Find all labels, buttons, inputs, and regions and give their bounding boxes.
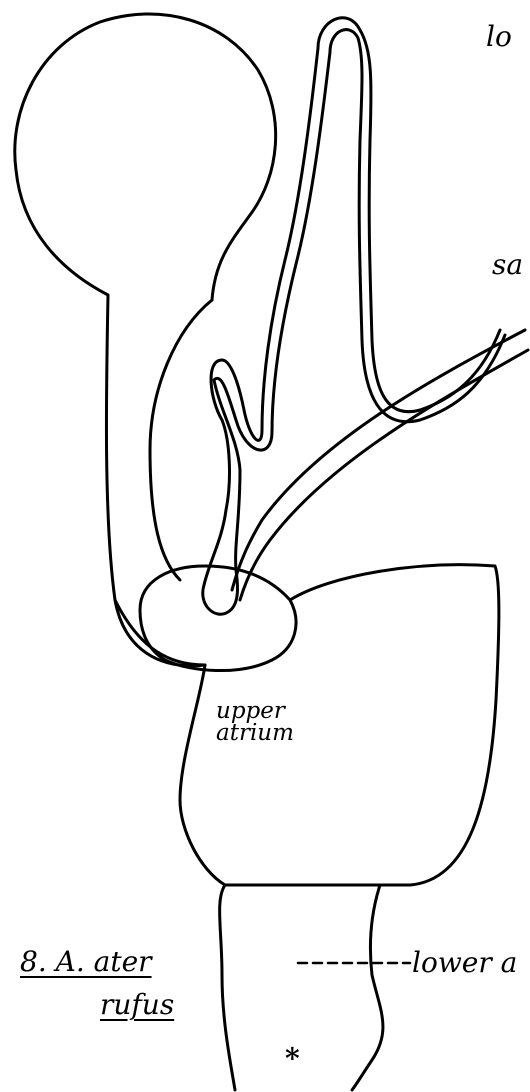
coiled-duct-down-inner	[214, 52, 330, 470]
upper-atrium-label-line1: upper	[216, 700, 294, 722]
species-label-line1: 8. A. ater	[20, 945, 152, 978]
upper-atrium-outline	[115, 565, 499, 885]
coiled-duct-outer	[318, 18, 500, 412]
sac-stalk-inner	[150, 300, 212, 580]
species-label-line2: rufus	[100, 988, 174, 1021]
lateral-duct-upper	[240, 350, 528, 600]
bursa-stalk	[203, 470, 240, 614]
lower-atrium-label: lower a	[412, 946, 517, 979]
upper-atrium-label: upper atrium	[216, 700, 294, 744]
coiled-duct-down	[211, 48, 318, 510]
lower-atrium-outline	[220, 885, 383, 1090]
top-right-label: lo	[486, 20, 512, 53]
upper-atrium-label-line2: atrium	[216, 722, 294, 744]
asterisk-marker: *	[285, 1042, 300, 1075]
mid-right-label: sa	[492, 248, 523, 281]
coiled-duct-inner	[330, 30, 505, 422]
